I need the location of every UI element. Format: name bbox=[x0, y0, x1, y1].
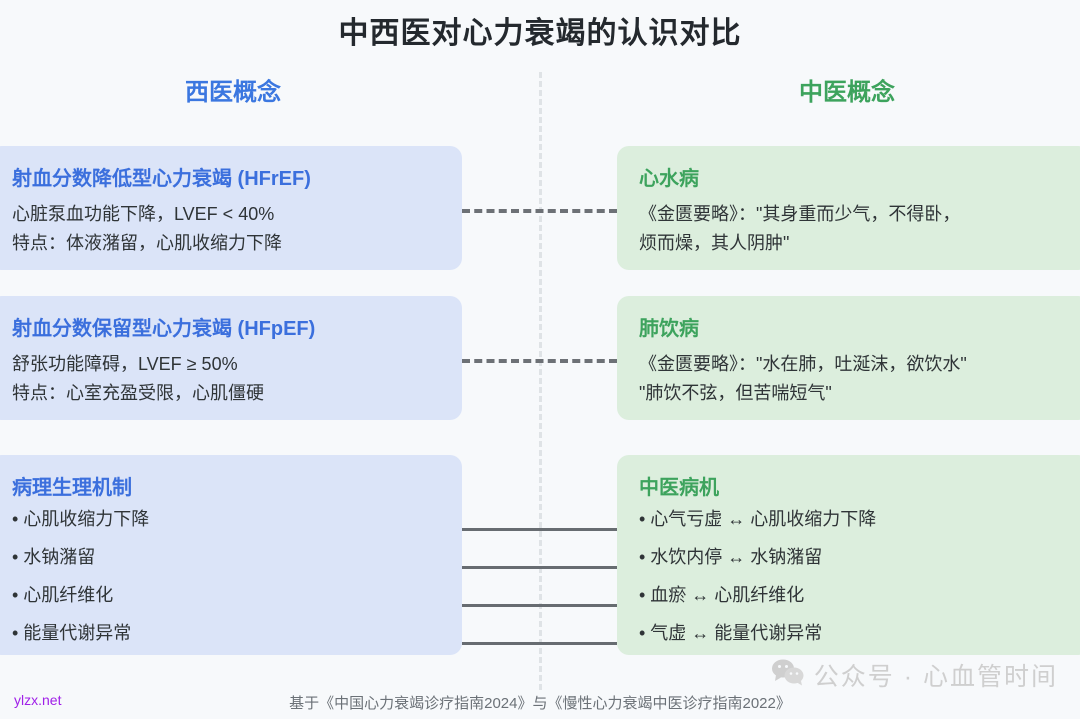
connector-solid-row-1 bbox=[462, 528, 617, 531]
list-item: • 水钠潴留 bbox=[12, 547, 96, 567]
connector-dashed-hfref-xinshuibing bbox=[462, 209, 617, 213]
center-divider bbox=[539, 72, 542, 690]
card-line: 烦而燥，其人阴肿" bbox=[639, 233, 790, 254]
column-header-tcm: 中医概念 bbox=[799, 79, 895, 106]
watermark-wechat-text: 公众号 · 心血管时间 bbox=[813, 663, 1058, 691]
list-item: • 气虚 ↔ 能量代谢异常 bbox=[639, 623, 823, 643]
page-title: 中西医对心力衰竭的认识对比 bbox=[338, 17, 742, 50]
card-line: 舒张功能障碍，LVEF ≥ 50% bbox=[12, 354, 238, 374]
card-tcm-feiyinbing[interactable]: 肺饮病 《金匮要略》："水在肺，吐涎沫，欲饮水" "肺饮不弦，但苦喘短气" bbox=[617, 296, 1080, 420]
card-title: 射血分数降低型心力衰竭 (HFrEF) bbox=[12, 168, 311, 190]
list-item: • 血瘀 ↔ 心肌纤维化 bbox=[639, 585, 805, 605]
card-line: 心脏泵血功能下降，LVEF < 40% bbox=[12, 204, 275, 224]
card-tcm-xinshuibing[interactable]: 心水病 《金匮要略》："其身重而少气，不得卧， 烦而燥，其人阴肿" bbox=[617, 146, 1080, 270]
card-western-hfpef[interactable]: 射血分数保留型心力衰竭 (HFpEF) 舒张功能障碍，LVEF ≥ 50% 特点… bbox=[0, 296, 462, 420]
list-item: • 能量代谢异常 bbox=[12, 623, 132, 643]
watermark-wechat: 公众号 · 心血管时间 bbox=[771, 657, 1058, 693]
card-tcm-bingji[interactable]: 中医病机 • 心气亏虚 ↔ 心肌收缩力下降 • 水饮内停 ↔ 水钠潴留 • 血瘀… bbox=[617, 455, 1080, 655]
connector-solid-row-4 bbox=[462, 642, 617, 645]
card-title: 肺饮病 bbox=[639, 318, 699, 340]
card-title: 射血分数保留型心力衰竭 (HFpEF) bbox=[12, 318, 316, 340]
list-item: • 水饮内停 ↔ 水钠潴留 bbox=[639, 547, 823, 567]
connector-dashed-hfpef-feiyinbing bbox=[462, 359, 617, 363]
connector-solid-row-3 bbox=[462, 604, 617, 607]
connector-solid-row-2 bbox=[462, 566, 617, 569]
card-line: "肺饮不弦，但苦喘短气" bbox=[639, 383, 832, 404]
card-title: 病理生理机制 bbox=[12, 477, 132, 499]
card-title: 中医病机 bbox=[639, 477, 719, 499]
card-western-hfref[interactable]: 射血分数降低型心力衰竭 (HFrEF) 心脏泵血功能下降，LVEF < 40% … bbox=[0, 146, 462, 270]
column-header-western: 西医概念 bbox=[185, 79, 281, 106]
watermark-site: ylzx.net bbox=[14, 692, 62, 708]
list-item: • 心肌收缩力下降 bbox=[12, 509, 150, 529]
card-line: 《金匮要略》："其身重而少气，不得卧， bbox=[639, 204, 961, 224]
card-line: 特点：体液潴留，心肌收缩力下降 bbox=[12, 233, 282, 254]
list-item: • 心肌纤维化 bbox=[12, 585, 114, 605]
card-line: 特点：心室充盈受限，心肌僵硬 bbox=[12, 383, 264, 404]
footer-source-note: 基于《中国心力衰竭诊疗指南2024》与《慢性心力衰竭中医诊疗指南2022》 bbox=[289, 695, 791, 712]
card-western-pathophysiology[interactable]: 病理生理机制 • 心肌收缩力下降 • 水钠潴留 • 心肌纤维化 • 能量代谢异常 bbox=[0, 455, 462, 655]
card-title: 心水病 bbox=[639, 168, 699, 190]
list-item: • 心气亏虚 ↔ 心肌收缩力下降 bbox=[639, 509, 877, 529]
card-line: 《金匮要略》："水在肺，吐涎沫，欲饮水" bbox=[639, 354, 967, 374]
wechat-icon bbox=[771, 658, 805, 693]
